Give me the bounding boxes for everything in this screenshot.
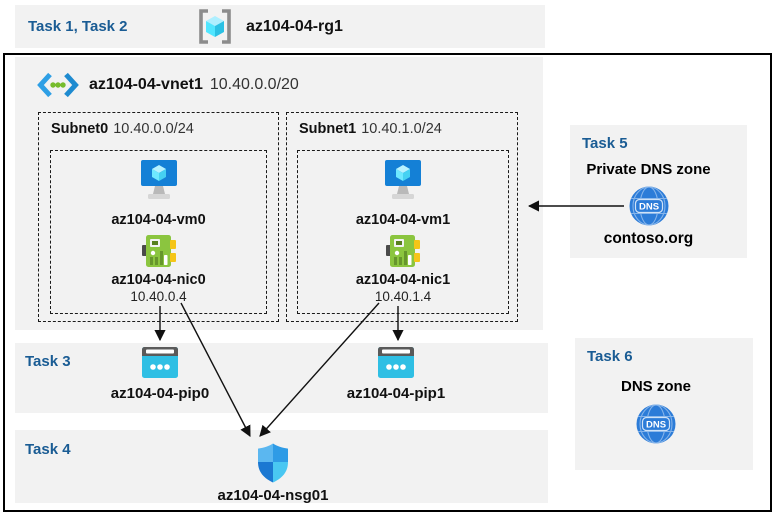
- subnet1-name: Subnet1: [299, 121, 357, 137]
- private-dns-icon: DNS: [629, 186, 668, 226]
- vnet-name: az104-04-vnet1: [89, 76, 203, 93]
- dns-zone-icon-text: DNS: [646, 420, 666, 431]
- vnet-icon: [37, 72, 79, 98]
- resource-group-icon: [199, 9, 231, 44]
- task12-label: Task 1, Task 2: [28, 18, 128, 35]
- nic1-label: az104-04-nic1: [355, 272, 451, 288]
- dns-zone-title: DNS zone: [620, 378, 691, 395]
- subnet0-inner-box: az104-04-vm0 az104-04-nic0 10.40.0.4: [50, 150, 267, 314]
- dns-zone-node: DNS zone DNS: [575, 378, 753, 444]
- vm0-label: az104-04-vm0: [111, 212, 206, 228]
- task3-band: Task 3 az104-04-pip0 az104-04-pip1: [15, 343, 548, 413]
- private-dns-zone-name: contoso.org: [603, 230, 694, 247]
- task6-box: Task 6 DNS zone DNS: [575, 338, 753, 470]
- vnet-node: az104-04-vnet1 10.40.0.0/20: [37, 71, 299, 99]
- task12-band: Task 1, Task 2 az104-04-rg1: [15, 5, 545, 48]
- vnet-cidr: 10.40.0.0/20: [209, 76, 299, 93]
- pip0-node: az104-04-pip0: [100, 347, 220, 402]
- nic1-ip: 10.40.1.4: [374, 289, 432, 304]
- task4-band: Task 4 az104-04-nsg01: [15, 430, 548, 504]
- subnet1-inner-box: az104-04-vm1 az104-04-nic1 10.40.1.4: [297, 150, 509, 314]
- private-dns-zone-title: Private DNS zone: [586, 161, 711, 178]
- task4-label: Task 4: [25, 441, 71, 458]
- subnet1-cidr: 10.40.1.0/24: [361, 121, 442, 137]
- pip1-label: az104-04-pip1: [346, 385, 446, 402]
- public-ip0-icon: [142, 347, 178, 378]
- nic0-ip: 10.40.0.4: [130, 289, 187, 304]
- pip1-node: az104-04-pip1: [336, 347, 456, 402]
- task6-label: Task 6: [587, 348, 633, 365]
- nic1-icon: [386, 235, 420, 267]
- public-ip1-icon: [378, 347, 414, 378]
- vm1-icon: [385, 160, 421, 199]
- nic0-label: az104-04-nic0: [111, 272, 206, 288]
- outer-frame: [3, 53, 772, 512]
- nsg-label: az104-04-nsg01: [217, 487, 329, 504]
- subnet0-name: Subnet0: [51, 121, 109, 137]
- dns-zone-icon: DNS: [636, 404, 676, 444]
- nic0-icon: [141, 235, 176, 267]
- subnet0-cidr: 10.40.0.0/24: [113, 121, 194, 137]
- private-dns-zone-node: Private DNS zone DNS contoso.org: [570, 161, 747, 248]
- vm0-icon: [140, 160, 177, 199]
- vm1-label: az104-04-vm1: [355, 212, 451, 228]
- resource-group-node: az104-04-rg1: [197, 8, 343, 45]
- pip0-label: az104-04-pip0: [110, 385, 210, 402]
- resource-group-name: az104-04-rg1: [246, 17, 343, 35]
- task5-label: Task 5: [582, 135, 628, 152]
- nsg-shield-icon: [258, 443, 288, 483]
- task3-label: Task 3: [25, 353, 71, 370]
- nsg-node: az104-04-nsg01: [193, 443, 353, 504]
- task5-box: Task 5 Private DNS zone DNS contoso.org: [570, 125, 747, 258]
- private-dns-icon-text: DNS: [638, 202, 658, 213]
